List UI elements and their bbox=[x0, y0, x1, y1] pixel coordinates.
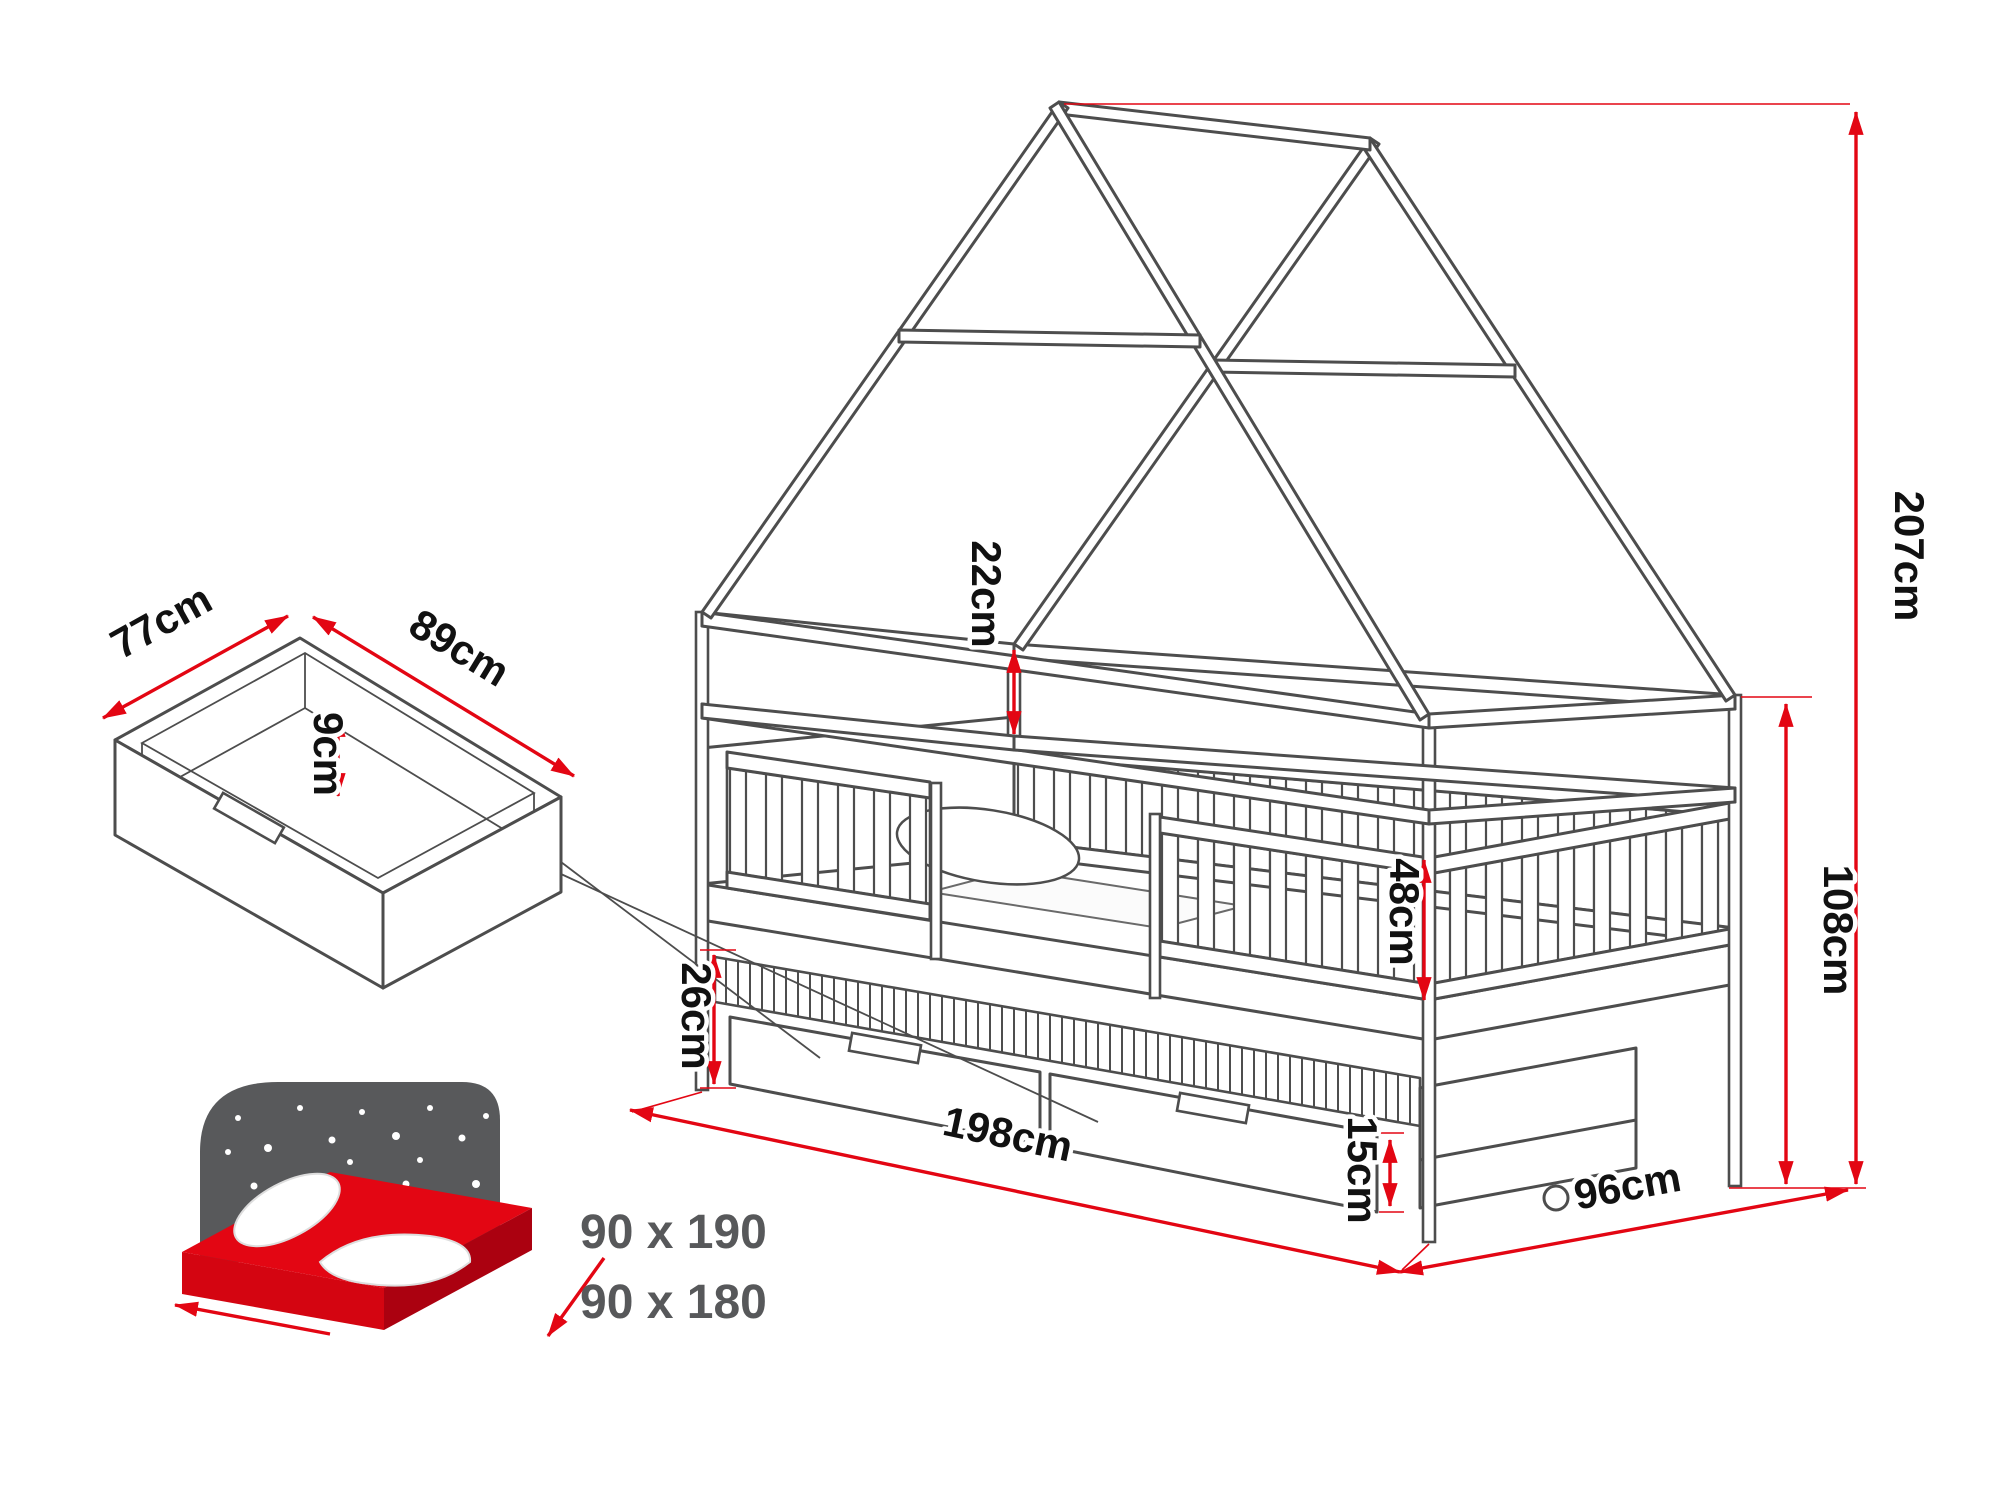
collar-tie-front bbox=[897, 328, 1202, 349]
rafter-back-left bbox=[1012, 136, 1381, 652]
mid-post-right bbox=[1148, 812, 1162, 1000]
caster-wheel bbox=[1542, 1184, 1570, 1212]
dimension-frame-height: 108cm bbox=[1729, 696, 1867, 1189]
dimension-roof-panel: 22cm bbox=[959, 536, 1022, 736]
dimensions: 207cm 108cm 22cm 48cm 26cm bbox=[98, 103, 1938, 1276]
rafter-front-left bbox=[700, 100, 1070, 620]
guard-rail-front-left bbox=[725, 750, 932, 922]
label-guard-rail: 48cm bbox=[1381, 858, 1428, 965]
icon-pillow bbox=[233, 1172, 341, 1248]
rafter-front-right bbox=[1048, 100, 1431, 722]
trundle-bed bbox=[713, 955, 1638, 1212]
drawer-handle-notch bbox=[847, 1031, 923, 1065]
dimension-drawer-depth: 9cm bbox=[301, 707, 357, 800]
width-arrow bbox=[546, 1257, 606, 1337]
connector-lines bbox=[560, 861, 1099, 1123]
guard-rail-foot-end bbox=[1427, 800, 1737, 1002]
ridge-beam bbox=[1057, 100, 1372, 152]
length-arrow bbox=[173, 1301, 331, 1336]
label-frame-height: 108cm bbox=[1815, 865, 1862, 996]
canopy-rails bbox=[700, 702, 1737, 826]
eave-rails bbox=[700, 610, 1737, 730]
dimension-drawer-front: 15cm bbox=[1335, 1112, 1404, 1228]
label-base-height: 26cm bbox=[673, 962, 720, 1069]
icon-blanket bbox=[318, 1233, 472, 1287]
roof-frame bbox=[700, 100, 1737, 722]
dimension-guard-rail: 48cm bbox=[1377, 854, 1433, 1002]
rafter-back-right bbox=[1359, 136, 1737, 703]
mattress-size-icon: 90 x 190 90 x 180 bbox=[173, 1082, 767, 1337]
drawer-handle-notch bbox=[212, 791, 286, 845]
guard-rail-front-right bbox=[1158, 815, 1431, 1002]
label-roof-panel: 22cm bbox=[963, 540, 1010, 647]
label-drawer-depth: 9cm bbox=[305, 712, 352, 796]
label-drawer-front: 15cm bbox=[1339, 1116, 1386, 1223]
dimension-total-height: 207cm bbox=[1064, 103, 1938, 1186]
collar-tie-back bbox=[1210, 358, 1517, 379]
label-drawer-width: 77cm bbox=[103, 575, 220, 668]
label-total-height: 207cm bbox=[1886, 491, 1933, 622]
mattress-size-1-label: 90 x 190 bbox=[580, 1206, 767, 1259]
mid-post-left bbox=[929, 781, 943, 961]
mattress-size-2-label: 90 x 180 bbox=[580, 1276, 767, 1329]
dimension-base-height: 26cm bbox=[669, 949, 736, 1089]
